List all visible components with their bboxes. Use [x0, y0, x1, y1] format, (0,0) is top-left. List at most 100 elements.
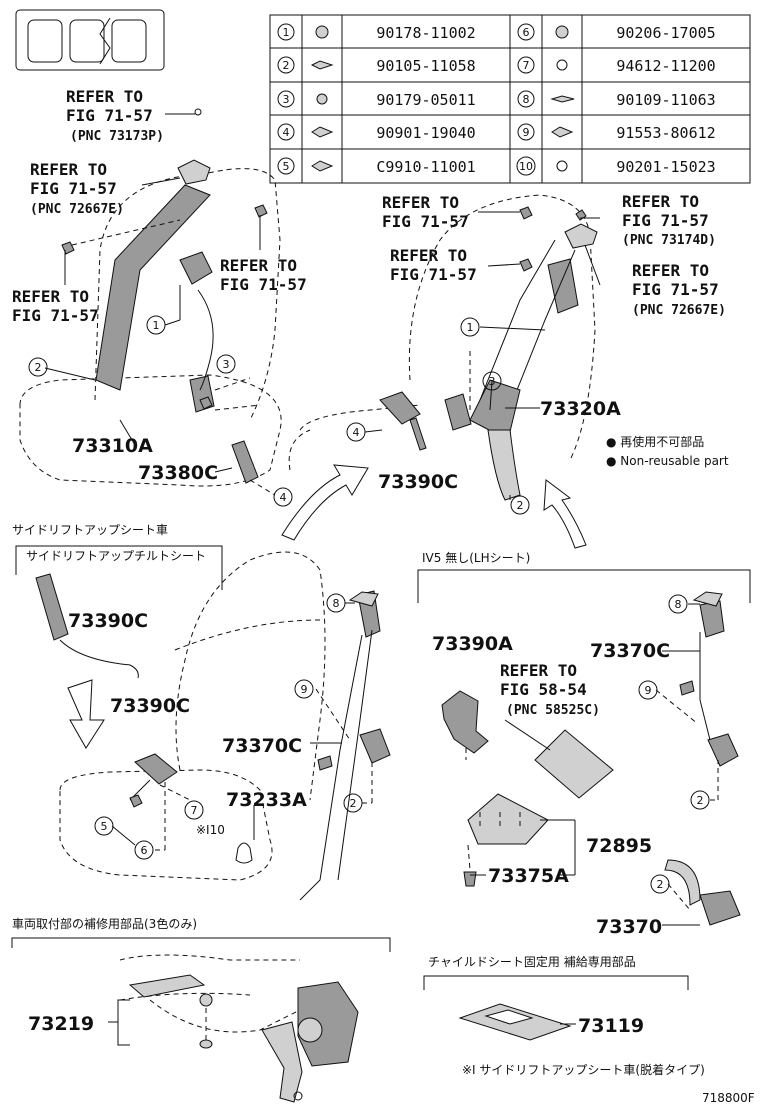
table-row-4-left-part: 90901-19040: [376, 124, 475, 142]
svg-text:REFER TO: REFER TO: [30, 160, 107, 179]
buckle-73390C-top: [379, 391, 427, 451]
table-row-4-right-part: 91553-80612: [616, 124, 715, 142]
svg-text:(PNC 58525C): (PNC 58525C): [506, 703, 600, 718]
table-row-3-left-num: 3: [283, 93, 290, 106]
bracket-side-lift-tilt: サイドリフトアップチルトシート: [15, 545, 223, 590]
arrow-down-left: [67, 679, 105, 749]
clip-73375A: [463, 871, 477, 887]
table-row-3-right-num: 8: [523, 93, 530, 106]
pnc-73310A: 73310A: [72, 435, 153, 457]
callout-1-top-right: 1: [460, 317, 480, 337]
parts-table-rows: 1 90178-11002 6 90206-17005 2 90105-1105…: [277, 23, 716, 176]
pnc-73219: 73219: [28, 1013, 94, 1035]
heading-side-lift-tilt: サイドリフトアップチルトシート: [26, 549, 206, 563]
svg-text:(PNC 73173P): (PNC 73173P): [70, 129, 164, 144]
leader-73219: [108, 999, 130, 1046]
svg-text:(PNC 73174D): (PNC 73174D): [622, 233, 716, 248]
callout-9-bottom-left: 9: [294, 679, 314, 699]
heading-side-lift-vehicle: サイドリフトアップシート車: [12, 523, 168, 537]
callout-4-top-left: 4: [273, 487, 293, 507]
svg-text:7: 7: [191, 804, 198, 817]
svg-text:REFER TO: REFER TO: [622, 192, 699, 211]
pnc-73370C-left: 73370C: [222, 735, 302, 757]
buckle-73390C-lower: [129, 753, 178, 808]
legend-en: ● Non-reusable part: [606, 454, 729, 468]
cover-73233A: [235, 842, 253, 864]
svg-text:2: 2: [697, 794, 704, 807]
svg-text:FIG 71-57: FIG 71-57: [220, 275, 307, 294]
pnc-73380C: 73380C: [138, 462, 218, 484]
leader-lines-top-right: [364, 211, 601, 500]
table-row-2-left-num: 2: [283, 59, 290, 72]
arrow-up-right: [543, 479, 587, 549]
footnote: ※I サイドリフトアップシート車(脱着タイプ): [462, 1062, 705, 1077]
callout-2-lower-right: 2: [650, 874, 670, 894]
bracket-iv5: IV5 無し(LHシート): [417, 550, 751, 603]
callout-3-top-right: 3: [482, 371, 502, 391]
svg-text:FIG 71-57: FIG 71-57: [12, 306, 99, 325]
svg-text:REFER TO: REFER TO: [220, 256, 297, 275]
table-row-4-left-num: 4: [283, 126, 290, 139]
callout-8-bottom-left: 8: [326, 593, 346, 613]
svg-text:9: 9: [301, 683, 308, 696]
svg-text:5: 5: [101, 820, 108, 833]
callout-2-top-right: 2: [510, 495, 530, 515]
belt-assembly-73370: [664, 859, 741, 926]
leader-lines-top-left: [44, 113, 261, 473]
callout-3-top-left: 3: [216, 354, 236, 374]
svg-text:1: 1: [153, 319, 160, 332]
pnc-73370C-right: 73370C: [590, 640, 670, 662]
svg-text:6: 6: [141, 844, 148, 857]
pnc-73119: 73119: [578, 1015, 644, 1037]
callout-2-bottom-right: 2: [690, 790, 710, 810]
leader-lines-bottom-right: [470, 603, 719, 926]
belt-assembly-73370C-left: [299, 590, 391, 901]
table-row-5-right-part: 90201-15023: [616, 158, 715, 176]
belt-assembly-73320A: [444, 206, 598, 501]
table-row-5-right-num: 10: [519, 160, 533, 173]
ref-73173P: REFER TO FIG 71-57 (PNC 73173P): [66, 87, 164, 144]
table-row-3-right-part: 90109-11063: [616, 91, 715, 109]
heading-child-seat: チャイルドシート固定用 補給専用部品: [428, 954, 636, 969]
ref-72667E-right: REFER TO FIG 71-57 (PNC 72667E): [632, 261, 726, 318]
pnc-72895: 72895: [586, 835, 652, 857]
pnc-73390C-top: 73390C: [378, 471, 458, 493]
leader-lines-bottom-left: [111, 602, 373, 851]
svg-text:REFER TO: REFER TO: [390, 246, 467, 265]
svg-text:1: 1: [467, 321, 474, 334]
legend: ● 再使用不可部品 ● Non-reusable part: [606, 434, 729, 468]
pnc-73320A: 73320A: [540, 398, 621, 420]
svg-text:8: 8: [675, 598, 682, 611]
ref-left-bolt: REFER TO FIG 71-57: [12, 287, 99, 325]
callout-1-top-left: 1: [146, 315, 166, 335]
svg-text:REFER TO: REFER TO: [632, 261, 709, 280]
table-row-1-left-num: 1: [283, 26, 290, 39]
svg-text:2: 2: [35, 361, 42, 374]
svg-text:FIG 58-54: FIG 58-54: [500, 680, 587, 699]
svg-text:(PNC 72667E): (PNC 72667E): [632, 303, 726, 318]
svg-text:9: 9: [645, 684, 652, 697]
svg-text:FIG 71-57: FIG 71-57: [30, 179, 117, 198]
heading-repair-parts: 車両取付部の補修用部品(3色のみ): [12, 916, 197, 931]
svg-text:(PNC 72667E): (PNC 72667E): [30, 202, 124, 217]
callout-5-bottom-left: 5: [94, 816, 114, 836]
svg-text:REFER TO: REFER TO: [66, 87, 143, 106]
pnc-73390C-a: 73390C: [68, 610, 148, 632]
bracket-child-seat: チャイルドシート固定用 補給専用部品: [423, 954, 689, 990]
bracket-73119: [458, 1003, 576, 1041]
svg-text:4: 4: [280, 491, 287, 504]
seat-outline-bottom-left: [59, 551, 326, 881]
figure-id: 718800F: [702, 1091, 755, 1105]
pnc-73375A: 73375A: [488, 865, 569, 887]
buckle-73380C: [231, 440, 276, 496]
svg-text:2: 2: [517, 499, 524, 512]
pnc-73390A: 73390A: [432, 633, 513, 655]
belt-assembly-73310A: [95, 108, 215, 413]
ref-73174D: REFER TO FIG 71-57 (PNC 73174D): [622, 192, 716, 248]
anchor-area-73219: [119, 954, 359, 1103]
pnc-73390C-b: 73390C: [110, 695, 190, 717]
seat-position-icon: [15, 9, 165, 71]
ref-top-right-2: REFER TO FIG 71-57: [390, 246, 477, 284]
table-row-2-right-part: 94612-11200: [616, 57, 715, 75]
